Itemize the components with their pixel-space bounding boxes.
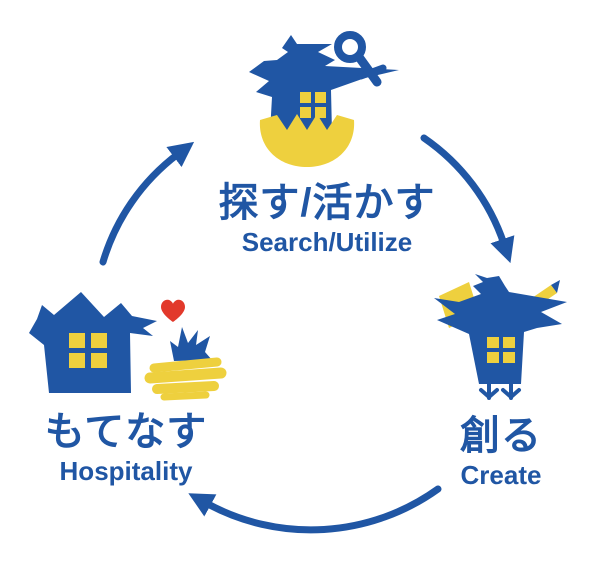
label-en-search: Search/Utilize <box>241 227 413 257</box>
arrow-search-to-create <box>420 134 515 264</box>
heart-icon <box>160 299 185 322</box>
cycle-node-search-utilize: 探す/活かす Search/Utilize <box>167 30 487 255</box>
window-icon <box>486 337 515 363</box>
create-bird-body <box>433 274 567 384</box>
bird-with-paper-and-pencil-icon <box>433 274 567 400</box>
window-icon <box>300 92 326 118</box>
bird-feet <box>478 380 521 400</box>
nest-icon <box>144 357 226 401</box>
label-en-hospitality: Hospitality <box>59 456 193 486</box>
arrow-hospitality-to-search <box>99 141 195 266</box>
label-ja-search: 探す/活かす <box>218 181 436 225</box>
label-ja-hospitality: もてなす <box>44 410 208 454</box>
hatching-bird-body <box>249 35 399 133</box>
cycle-node-hospitality: もてなす Hospitality <box>6 283 246 484</box>
label-en-create: Create <box>460 460 542 490</box>
magnifier-icon <box>334 31 387 87</box>
bird-hatching-from-egg-with-magnifier-icon <box>249 31 399 167</box>
label-ja-create: 創る <box>460 414 542 458</box>
eggshell-icon <box>259 114 355 167</box>
node-labels-search: 探す/活かす Search/Utilize <box>218 183 435 255</box>
node-labels-create: 創る Create <box>460 416 542 488</box>
window-icon <box>68 333 107 368</box>
house-bird-with-heart-and-nest-icon <box>28 292 226 401</box>
node-labels-hospitality: もてなす Hospitality <box>45 412 207 484</box>
chick-icon <box>169 327 212 361</box>
cycle-node-create: 創る Create <box>401 272 600 488</box>
arrow-create-to-hospitality <box>188 485 442 534</box>
